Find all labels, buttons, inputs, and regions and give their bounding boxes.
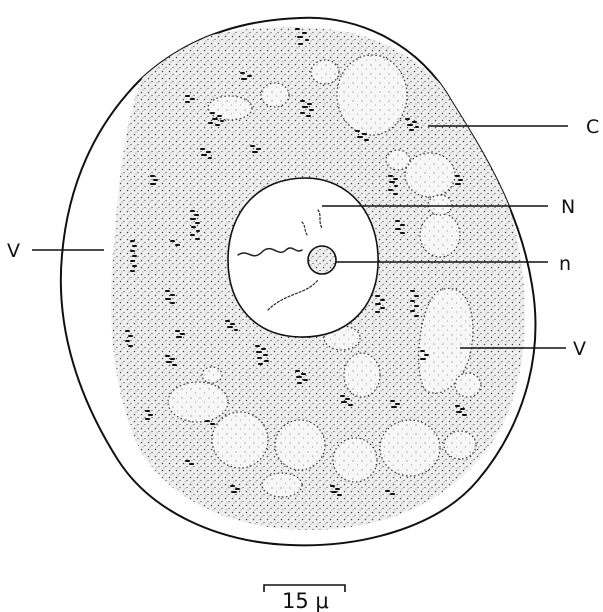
nucleus <box>228 178 378 337</box>
scale-bar: 15 μ <box>264 585 345 612</box>
nucleolus <box>308 246 336 274</box>
label-v-left: V <box>7 240 20 262</box>
scale-bar-label: 15 μ <box>282 589 329 612</box>
label-nucleolus: n <box>559 253 571 275</box>
label-c: C <box>586 116 599 138</box>
label-v-right: V <box>573 338 586 360</box>
label-n: N <box>561 196 575 218</box>
